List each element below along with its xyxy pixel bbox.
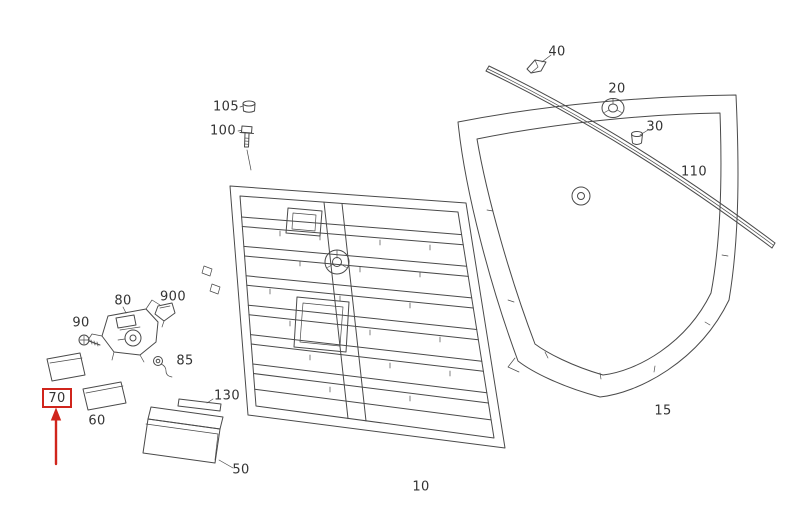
latch-assembly-80-drawing <box>87 299 161 363</box>
grille-10-drawing <box>201 185 506 449</box>
part-label-15: 15 <box>654 403 672 419</box>
part-label-110: 110 <box>680 164 708 180</box>
part-label-130: 130 <box>213 388 241 404</box>
grille-surround-15-drawing <box>457 94 739 398</box>
emblem-20-drawing <box>601 98 625 118</box>
part-label-10: 10 <box>412 479 430 495</box>
part-label-80: 80 <box>114 293 132 309</box>
screw-90-drawing <box>78 334 101 347</box>
part-label-50: 50 <box>232 462 250 478</box>
strip-130-drawing <box>177 398 222 412</box>
part-label-90: 90 <box>72 315 90 331</box>
part-label-20: 20 <box>608 81 626 97</box>
part-label-900: 900 <box>159 289 187 305</box>
part-label-100: 100 <box>209 123 237 139</box>
cap-nut-105-drawing <box>239 100 256 113</box>
highlight-arrow <box>50 407 62 466</box>
cover-60-drawing <box>82 381 127 411</box>
grommet-30-drawing <box>631 129 649 145</box>
part-label-60: 60 <box>88 413 106 429</box>
highlight-box-70: 70 <box>42 388 72 408</box>
part-label-105: 105 <box>212 99 240 115</box>
boot-900-drawing <box>154 302 176 328</box>
trim-strip-110-drawing <box>485 65 776 249</box>
part-label-30: 30 <box>646 119 664 135</box>
clip-40-drawing <box>526 54 552 74</box>
part-label-85: 85 <box>176 353 194 369</box>
part-label-70: 70 <box>48 390 66 406</box>
cover-50-drawing <box>142 406 234 469</box>
bolt-100-drawing <box>237 125 254 171</box>
part-label-40: 40 <box>548 44 566 60</box>
cover-70-drawing <box>46 352 86 382</box>
grommet-85-drawing <box>153 356 173 378</box>
